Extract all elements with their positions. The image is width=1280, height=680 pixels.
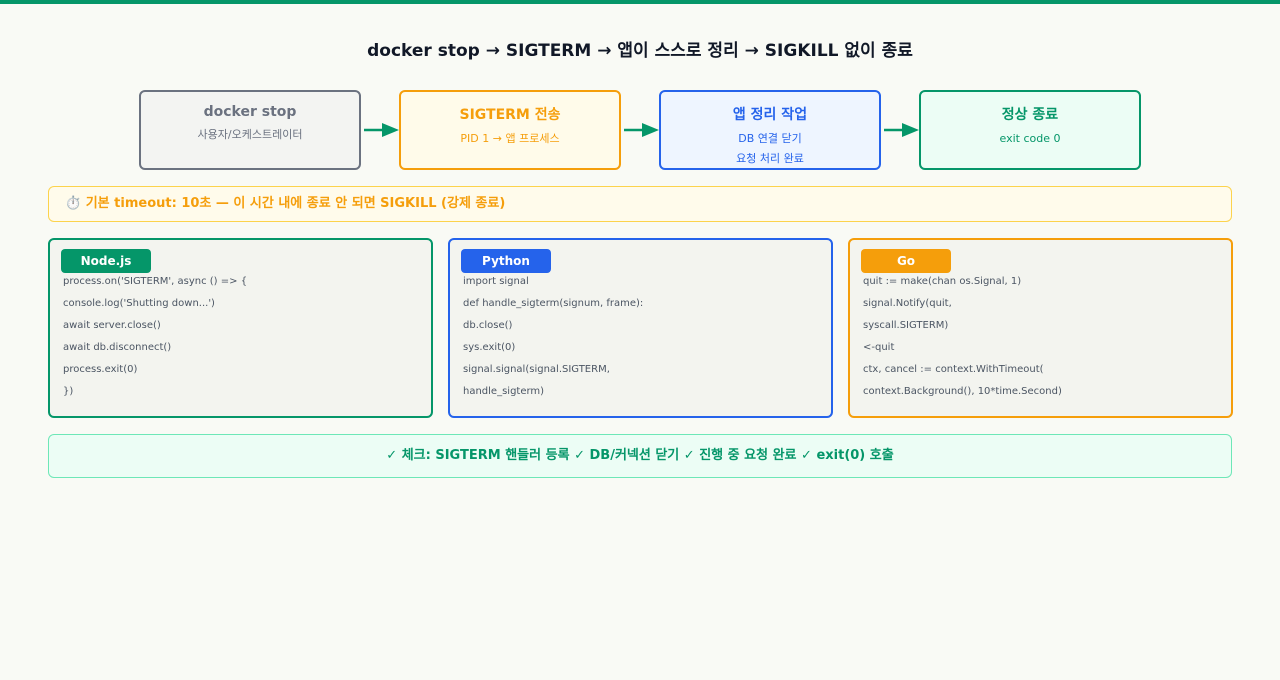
code-line: quit := make(chan os.Signal, 1) (863, 276, 1022, 287)
flow-step-line: PID 1 → 앱 프로세스 (460, 132, 560, 145)
code-line: process.exit(0) (63, 364, 138, 375)
code-example-python: Python import signal def handle_sigterm(… (448, 238, 833, 418)
flow-step-line: exit code 0 (999, 132, 1061, 145)
code-line: console.log('Shutting down...') (63, 298, 215, 309)
page-title: docker stop → SIGTERM → 앱이 스스로 정리 → SIGK… (367, 41, 913, 61)
flow-step-cleanup: 앱 정리 작업 DB 연결 닫기 요청 처리 완료 (659, 90, 881, 170)
code-line: sys.exit(0) (463, 342, 516, 353)
flow-arrow-2 (624, 123, 659, 137)
code-example-go: Go quit := make(chan os.Signal, 1) signa… (848, 238, 1233, 418)
code-line: <-quit (863, 342, 895, 353)
flow-step-exit: 정상 종료 exit code 0 (919, 90, 1141, 170)
code-line: }) (63, 386, 74, 397)
code-line: context.Background(), 10*time.Second) (863, 386, 1062, 397)
code-line: signal.signal(signal.SIGTERM, (463, 364, 610, 375)
code-line: syscall.SIGTERM) (863, 320, 949, 331)
flow-arrow-1 (364, 123, 399, 137)
checklist-banner: ✓ 체크: SIGTERM 핸들러 등록 ✓ DB/커넥션 닫기 ✓ 진행 중 … (48, 434, 1232, 478)
flow-arrow-3 (884, 123, 919, 137)
code-lines: import signal def handle_sigterm(signum,… (463, 271, 823, 403)
flow-step-line: 사용자/오케스트레이터 (197, 128, 303, 141)
code-example-nodejs: Node.js process.on('SIGTERM', async () =… (48, 238, 433, 418)
code-line: ctx, cancel := context.WithTimeout( (863, 364, 1044, 375)
language-badge: Python (461, 249, 551, 273)
code-lines: process.on('SIGTERM', async () => { cons… (63, 271, 423, 403)
code-line: process.on('SIGTERM', async () => { (63, 276, 248, 287)
code-line: await server.close() (63, 320, 161, 331)
flow-step-title: 앱 정리 작업 (732, 107, 808, 123)
code-line: import signal (463, 276, 529, 287)
code-line: db.close() (463, 320, 513, 331)
code-line: handle_sigterm) (463, 386, 545, 397)
code-lines: quit := make(chan os.Signal, 1) signal.N… (863, 271, 1223, 403)
top-accent-bar (0, 0, 1280, 4)
flow-step-line: DB 연결 닫기 (738, 132, 802, 145)
flow-step-sigterm: SIGTERM 전송 PID 1 → 앱 프로세스 (399, 90, 621, 170)
flow-step-docker-stop: docker stop 사용자/오케스트레이터 (139, 90, 361, 170)
flow-step-title: docker stop (203, 104, 297, 120)
language-badge: Node.js (61, 249, 151, 273)
language-badge: Go (861, 249, 951, 273)
code-line: def handle_sigterm(signum, frame): (463, 298, 644, 309)
code-line: signal.Notify(quit, (863, 298, 952, 309)
flow-step-title: 정상 종료 (1001, 107, 1059, 123)
flow-step-line: 요청 처리 완료 (736, 152, 804, 165)
code-line: await db.disconnect() (63, 342, 172, 353)
timeout-warning: ⏱️ 기본 timeout: 10초 — 이 시간 내에 종료 안 되면 SIG… (48, 186, 1232, 222)
flow-step-title: SIGTERM 전송 (459, 107, 561, 123)
